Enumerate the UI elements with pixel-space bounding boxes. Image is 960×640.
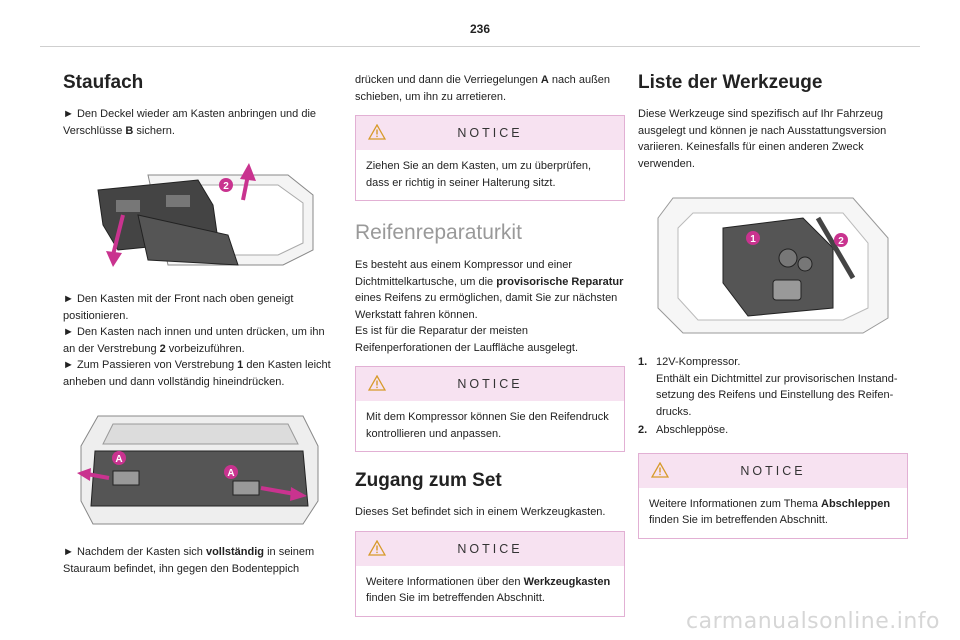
column-right: Liste der Werkzeuge Diese Werkzeuge sind… xyxy=(638,72,908,549)
header-rule xyxy=(40,46,920,47)
section-title-reifenreparaturkit: Reifenreparaturkit xyxy=(355,221,522,244)
section-title-werkzeuge: Liste der Werkzeuge xyxy=(638,72,823,93)
section-title-zugang: Zugang zum Set xyxy=(355,470,502,491)
fig2-callout-a-right: A xyxy=(227,468,234,479)
step-5: ► Nachdem der Kasten sich vollständig in… xyxy=(63,546,315,575)
notice-text: Ziehen Sie an dem Kasten, um zu überprüf… xyxy=(366,160,592,189)
step-2: ► Den Kasten mit der Front nach oben gen… xyxy=(63,293,294,322)
step-3: ► Den Kasten nach innen und unten drücke… xyxy=(63,326,325,355)
column-middle: drücken und dann die Verriegelungen A na… xyxy=(355,72,625,627)
section-title-staufach: Staufach xyxy=(63,72,144,93)
fig1-callout-2: 2 xyxy=(223,181,229,192)
notice-title: NOTICE xyxy=(457,541,523,556)
notice-title: NOTICE xyxy=(457,377,523,391)
repair-text: Es besteht aus einem Kompressor und eine… xyxy=(355,259,624,321)
notice-box-2: NOTICE Mit dem Kompressor können Sie den… xyxy=(355,366,625,452)
tools-list: 1.12V-Kompressor.Enthält ein Dichtmittel… xyxy=(638,354,908,439)
notice-title: NOTICE xyxy=(457,126,523,140)
warning-icon xyxy=(368,124,386,140)
access-text: Dieses Set befindet sich in einem Werkze… xyxy=(355,506,606,518)
notice-title: NOTICE xyxy=(740,463,806,478)
figure-tool-kit: 1 2 xyxy=(657,197,889,334)
fig3-callout-2: 2 xyxy=(838,236,844,247)
watermark: carmanualsonline.info xyxy=(686,609,940,634)
warning-icon xyxy=(651,461,669,478)
figure-box-tilt: 2 xyxy=(97,163,314,267)
page-number: 236 xyxy=(469,22,491,36)
column-left: Staufach ► Den Deckel wieder am Kasten a… xyxy=(63,72,333,577)
continuation-text: drücken und dann die Verriegelungen A na… xyxy=(355,74,611,103)
figure-box-locks: A A xyxy=(77,415,319,525)
notice-text: Weitere Informationen zum Thema Abschlep… xyxy=(649,497,891,527)
warning-icon xyxy=(368,539,386,556)
notice-box-3: NOTICE Weitere Informationen über den We… xyxy=(355,530,625,617)
warning-icon xyxy=(368,375,386,391)
notice-text: Mit dem Kompressor können Sie den Reifen… xyxy=(366,411,609,440)
fig2-callout-a-left: A xyxy=(115,454,122,465)
notice-box-4: NOTICE Weitere Informationen zum Thema A… xyxy=(638,452,908,539)
step-1: ► Den Deckel wieder am Kasten anbringen … xyxy=(63,108,317,137)
tools-intro: Diese Werkzeuge sind spezifisch auf Ihr … xyxy=(638,108,887,170)
repair-text-2: Es ist für die Reparatur der meisten Rei… xyxy=(355,325,579,354)
fig3-callout-1: 1 xyxy=(750,234,756,245)
step-4: ► Zum Passieren von Verstrebung 1 den Ka… xyxy=(63,359,331,388)
list-item: 2.Abschleppöse. xyxy=(638,424,729,436)
list-item: 1.12V-Kompressor.Enthält ein Dichtmittel… xyxy=(638,356,898,418)
notice-box-1: NOTICE Ziehen Sie an dem Kasten, um zu ü… xyxy=(355,115,625,201)
notice-text: Weitere Informationen über den Werkzeugk… xyxy=(366,575,611,605)
